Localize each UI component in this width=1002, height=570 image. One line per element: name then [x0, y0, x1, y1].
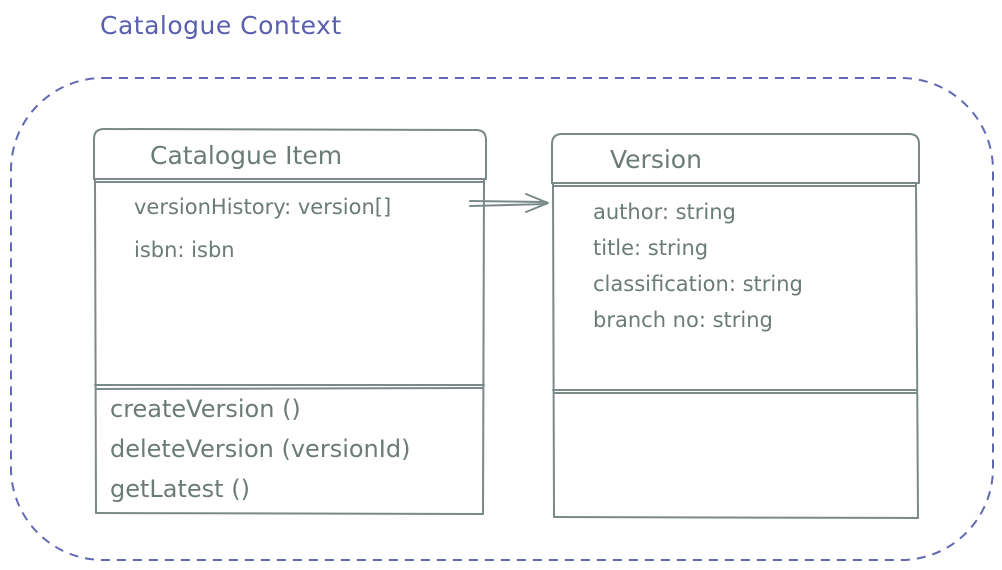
class-right-border	[915, 183, 919, 519]
class-name: Catalogue Item	[150, 141, 342, 170]
class-attribute: title: string	[593, 236, 708, 260]
class-method: getLatest ()	[110, 475, 250, 503]
class-attribute: versionHistory: version[]	[134, 195, 391, 219]
class-bottom-border	[553, 516, 919, 519]
class-attribute: isbn: isbn	[134, 238, 235, 262]
class-box-catalogue-item[interactable]: Catalogue Item versionHistory: version[]…	[93, 128, 487, 515]
class-left-border	[94, 179, 97, 514]
class-right-border	[482, 179, 485, 515]
class-attribute: branch no: string	[593, 308, 773, 332]
class-attribute: classification: string	[593, 272, 803, 296]
arrow-shaft	[469, 200, 547, 203]
class-bottom-border	[95, 512, 484, 515]
class-name: Version	[610, 145, 702, 174]
relation-arrow	[469, 193, 549, 213]
class-header-border	[551, 133, 920, 184]
class-header-border	[93, 128, 487, 180]
context-boundary	[10, 77, 994, 561]
arrow-shaft-sketch	[469, 203, 547, 207]
class-method: createVersion ()	[110, 395, 301, 423]
context-title: Catalogue Context	[100, 11, 342, 40]
class-method: deleteVersion (versionId)	[110, 435, 410, 463]
class-left-border	[552, 183, 555, 518]
class-attribute: author: string	[593, 200, 736, 224]
arrow-head	[525, 193, 549, 213]
class-section-divider-sketch	[95, 387, 484, 390]
class-box-version[interactable]: Version author: string title: string cla…	[551, 133, 920, 519]
